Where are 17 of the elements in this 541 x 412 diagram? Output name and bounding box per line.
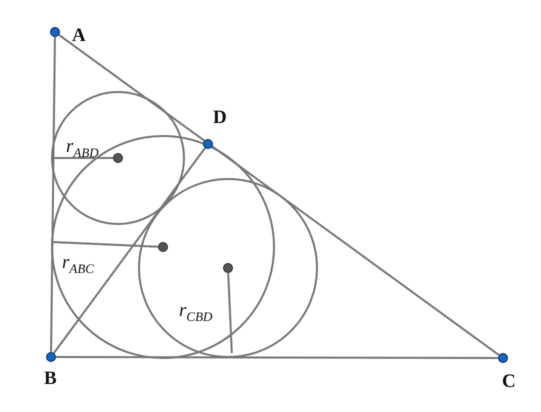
line-segment (58, 34, 500, 356)
center-point (113, 153, 123, 163)
line-segment (56, 356, 498, 359)
line-segment (50, 36, 56, 352)
point-label: C (502, 372, 516, 391)
radius-label: r$_{CBD}$ (179, 301, 212, 323)
radius-label: r$_{ABC}$ (62, 253, 94, 275)
radius-segment (52, 157, 113, 159)
point-label: A (72, 26, 86, 45)
radius-label: r$_{ABD}$ (66, 137, 99, 159)
radius-segment (227, 272, 233, 354)
center-point (223, 263, 233, 273)
radius-segment (52, 241, 158, 248)
center-point (158, 242, 168, 252)
point-label: D (213, 108, 227, 127)
point-label: B (44, 369, 57, 388)
line-segment (53, 147, 206, 354)
